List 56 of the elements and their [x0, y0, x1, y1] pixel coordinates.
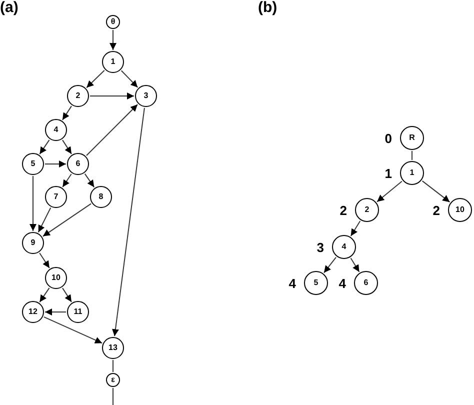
arrow: [120, 70, 138, 88]
node-number: 4: [342, 243, 346, 251]
node-number: 2: [76, 92, 80, 100]
arrow: [112, 107, 145, 337]
level-number: 0: [384, 132, 392, 144]
arrow: [62, 106, 72, 120]
level-number: 2: [340, 204, 347, 216]
arrow: [323, 256, 337, 274]
arrow: [90, 92, 134, 100]
arrow: [62, 173, 72, 188]
arrow: [376, 180, 402, 202]
node-number: θ: [110, 18, 116, 26]
node-number: 11: [74, 308, 82, 316]
node-number: 1: [410, 169, 414, 177]
arrow: [84, 173, 95, 188]
node-number: 7: [54, 193, 58, 201]
node-number: 2: [364, 206, 370, 214]
level-number: 2: [432, 204, 440, 216]
arrow: [422, 180, 450, 203]
arrow: [38, 207, 52, 233]
level-number: 1: [384, 166, 392, 180]
node-number: 9: [30, 239, 36, 247]
panel-label: (a): [0, 0, 18, 15]
arrow: [86, 104, 138, 156]
node-number: 6: [76, 160, 80, 168]
arrow: [62, 288, 72, 302]
arrow: [44, 308, 66, 316]
arrow: [62, 140, 72, 154]
node-number: ε: [111, 376, 115, 384]
arrow: [39, 252, 50, 268]
arrow: [110, 30, 116, 50]
node-number: 4: [54, 126, 58, 134]
node-number: 10: [52, 274, 60, 282]
node-number: 8: [98, 193, 104, 201]
node-number: 12: [28, 308, 38, 316]
node-number: 1: [110, 58, 116, 66]
arrow: [86, 70, 105, 88]
level-number: 4: [288, 276, 296, 290]
node-number: 3: [144, 92, 148, 100]
level-number: 3: [316, 240, 324, 254]
node-number: 13: [108, 344, 118, 352]
arrow: [30, 176, 36, 232]
node-number: 10: [456, 206, 464, 214]
arrow: [39, 139, 50, 155]
arrow: [350, 258, 360, 272]
arrow: [39, 287, 50, 303]
node-number: 5: [314, 279, 318, 287]
arrow: [44, 160, 66, 168]
node-number: R: [409, 134, 415, 142]
node-number: 5: [30, 160, 36, 168]
panel-label: (b): [258, 0, 278, 15]
arrow: [350, 220, 361, 236]
arrow: [42, 203, 92, 237]
level-number: 4: [338, 276, 346, 290]
arrow: [43, 316, 103, 344]
node-number: 6: [364, 279, 368, 287]
